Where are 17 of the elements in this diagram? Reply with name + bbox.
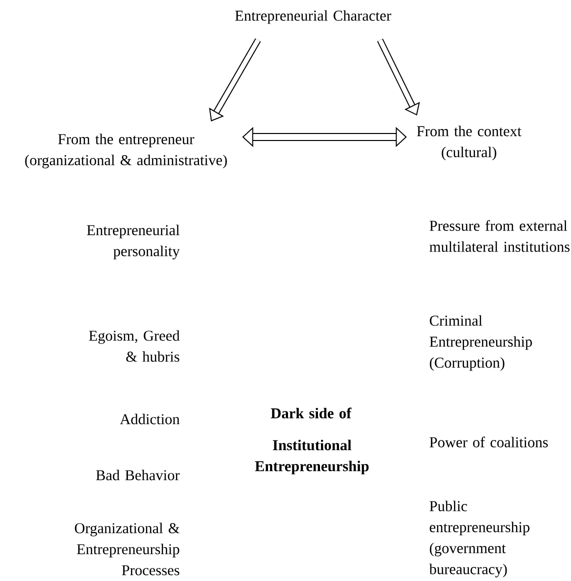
heading-text: From the context (cultural) xyxy=(416,126,522,160)
label-text: Addiction xyxy=(120,414,180,424)
label-text: Bad Behavior xyxy=(96,470,180,480)
block-arrow xyxy=(242,126,407,148)
label-text: Dark side of xyxy=(270,408,352,418)
label-text: Institutional Entrepreneurship xyxy=(255,440,369,474)
block-arrow xyxy=(377,38,420,116)
label-text: Criminal Entrepreneurship (Corruption) xyxy=(430,315,532,371)
heading-text: From the entrepreneur (organizational & administrative) xyxy=(25,134,227,168)
label-text: Entrepreneurial personality xyxy=(86,224,180,260)
label-text: Public entrepreneurship (government bureaucracy) xyxy=(429,500,530,578)
label-text: Egoism, Greed & hubris xyxy=(89,330,180,362)
label-text: Power of coalitions xyxy=(430,436,548,448)
heading-text: Entrepreneurial Character xyxy=(235,10,392,24)
label-text: Organizational & Entrepreneurship Processes xyxy=(74,522,180,576)
block-arrow xyxy=(209,38,261,122)
label-text: Pressure from external multilateral institutions xyxy=(430,220,570,252)
